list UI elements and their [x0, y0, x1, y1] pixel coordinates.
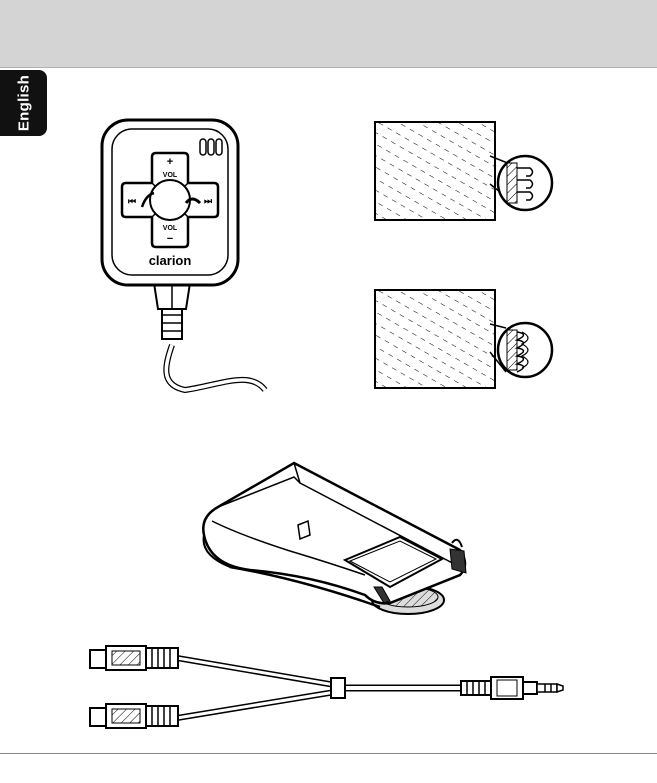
- velcro-pad-hooks-illustration: [370, 118, 565, 226]
- language-tab[interactable]: English: [0, 70, 47, 136]
- vol-down-label: VOL: [163, 225, 178, 232]
- brand-logo: clarion: [149, 253, 192, 268]
- language-tab-label: English: [15, 75, 32, 131]
- next-track-icon: ⏭: [204, 196, 213, 206]
- velcro-pad-loops-illustration: [370, 286, 565, 394]
- vol-up-plus: +: [167, 156, 173, 168]
- rca-plug-bottom: [90, 704, 178, 728]
- remote-control-illustration: + VOL VOL − ⏮ ⏭ clarion: [90, 115, 280, 395]
- rca-plug-top: [90, 646, 178, 670]
- footer-rule: [0, 753, 657, 754]
- mounting-bracket-illustration: [190, 455, 480, 625]
- y-splitter-cable-illustration: [85, 640, 575, 735]
- vol-up-label: VOL: [163, 172, 178, 179]
- vol-down-minus: −: [167, 233, 173, 245]
- mini-jack-plug: [461, 677, 563, 699]
- prev-track-icon: ⏮: [128, 196, 136, 206]
- header-band: [0, 0, 657, 68]
